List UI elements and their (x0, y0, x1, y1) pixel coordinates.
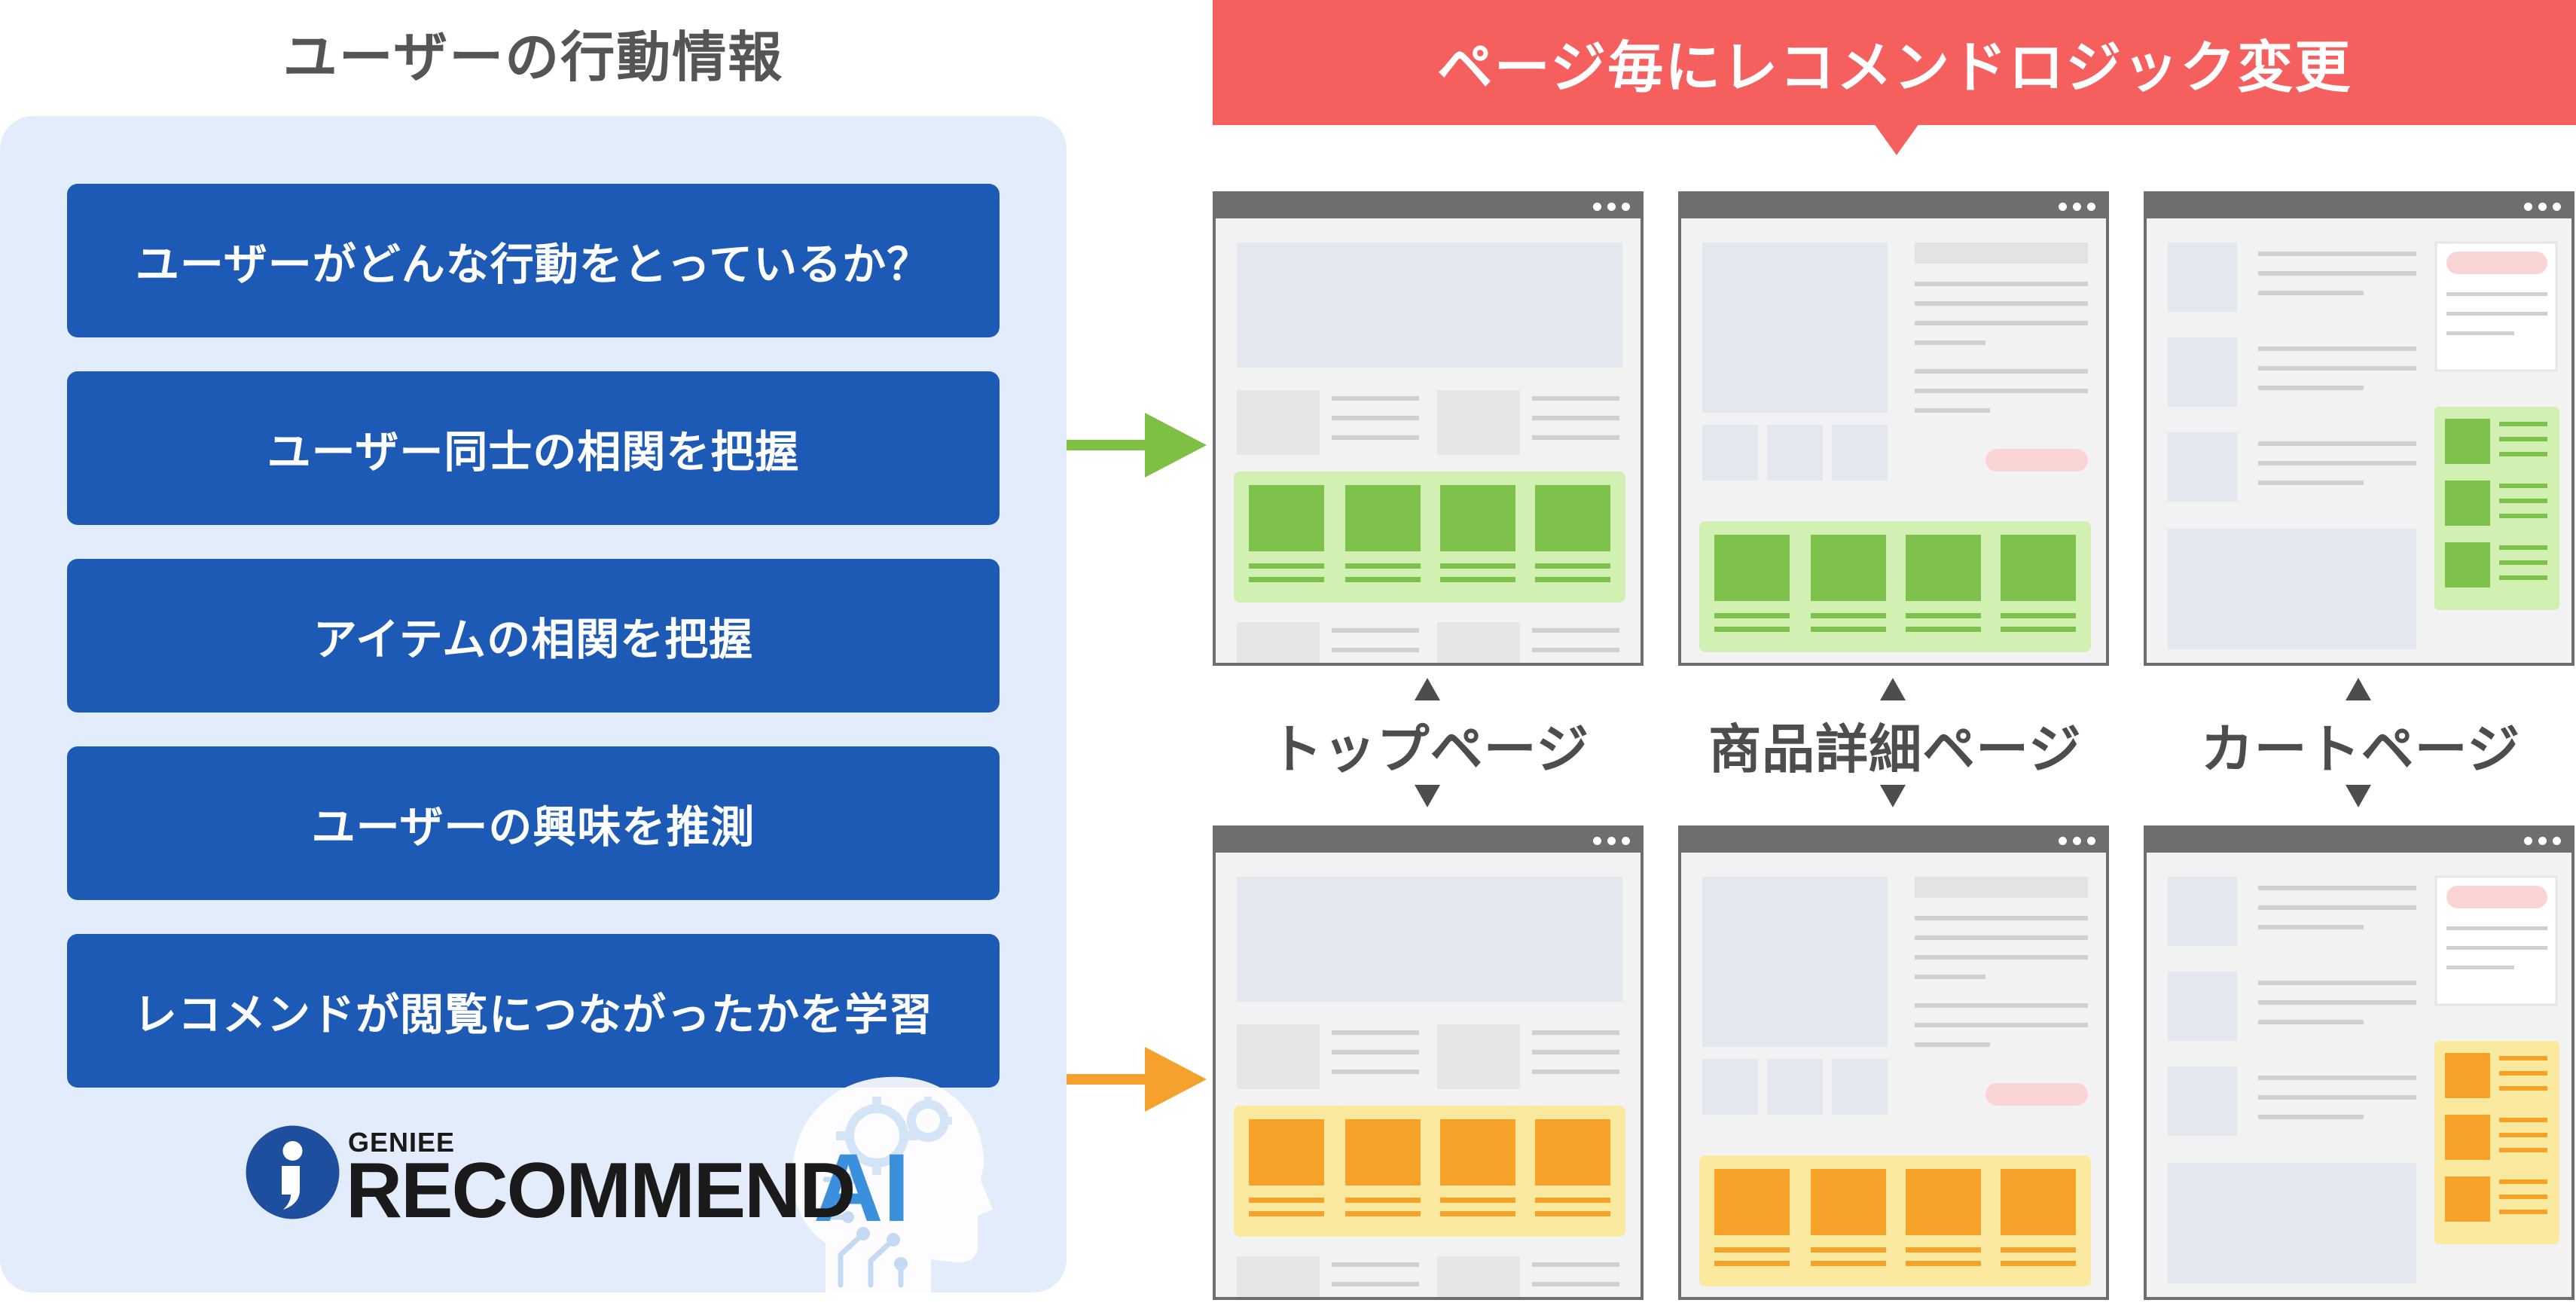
top-page-wireframe (1234, 243, 1625, 663)
logic-change-banner: ページ毎にレコメンドロジック変更 (1213, 0, 2576, 125)
logo-geniee-text: GENIEE (348, 1127, 456, 1158)
window-dots-icon (2524, 194, 2561, 218)
browser-product-page-orange (1678, 825, 2109, 1300)
behavior-item: レコメンドが閲覧につながったかを学習 (67, 934, 1000, 1088)
browser-product-page-green (1678, 191, 2109, 666)
behavior-item: ユーザーがどんな行動をとっているか？ (67, 184, 1000, 337)
down-triangle-icon (1880, 785, 1906, 807)
top-page-wireframe (1234, 877, 1625, 1297)
up-triangle-icon (2346, 678, 2371, 700)
behavior-item: ユーザー同士の相関を把握 (67, 371, 1000, 525)
down-triangle-icon (1415, 785, 1440, 807)
up-triangle-icon (1415, 678, 1440, 700)
cart-page-wireframe (2168, 241, 2559, 649)
browser-bar (1216, 828, 1641, 853)
behavior-item: ユーザーの興味を推測 (67, 746, 1000, 900)
page-label-cart: カートページ (2200, 718, 2521, 780)
product-page-wireframe (1699, 243, 2091, 652)
product-page-wireframe (1699, 877, 2091, 1286)
browser-top-page-orange (1213, 825, 1644, 1300)
up-triangle-icon (1880, 678, 1906, 700)
browser-top-page-green (1213, 191, 1644, 666)
geniee-logo-icon (246, 1125, 340, 1219)
left-title: ユーザーの行動情報 (282, 25, 784, 89)
banner-pointer (1874, 124, 1919, 155)
ai-label: AI (813, 1134, 910, 1242)
orange-arrow-icon (1067, 1047, 1207, 1112)
geniee-recommend-logo: GENIEE RECOMMEND (246, 1124, 856, 1232)
window-dots-icon (2059, 194, 2095, 218)
page-label-top: トップページ (1269, 718, 1590, 780)
green-arrow-icon (1067, 413, 1207, 478)
browser-bar (2147, 194, 2571, 218)
window-dots-icon (2059, 828, 2095, 853)
browser-cart-page-green (2144, 191, 2574, 666)
ai-head-icon (792, 1076, 993, 1292)
behavior-panel: ユーザーがどんな行動をとっているか？ ユーザー同士の相関を把握 アイテムの相関を… (0, 116, 1067, 1292)
window-dots-icon (1593, 828, 1630, 853)
browser-bar (1216, 194, 1641, 218)
browser-bar (1681, 828, 2106, 853)
browser-cart-page-orange (2144, 825, 2574, 1300)
window-dots-icon (1593, 194, 1630, 218)
window-dots-icon (2524, 828, 2561, 853)
page-label-product: 商品詳細ページ (1708, 718, 2082, 780)
behavior-item: アイテムの相関を把握 (67, 559, 1000, 713)
cart-page-wireframe (2168, 875, 2559, 1283)
browser-bar (1681, 194, 2106, 218)
browser-bar (2147, 828, 2571, 853)
logo-recommend-text: RECOMMEND (346, 1147, 856, 1234)
down-triangle-icon (2346, 785, 2371, 807)
